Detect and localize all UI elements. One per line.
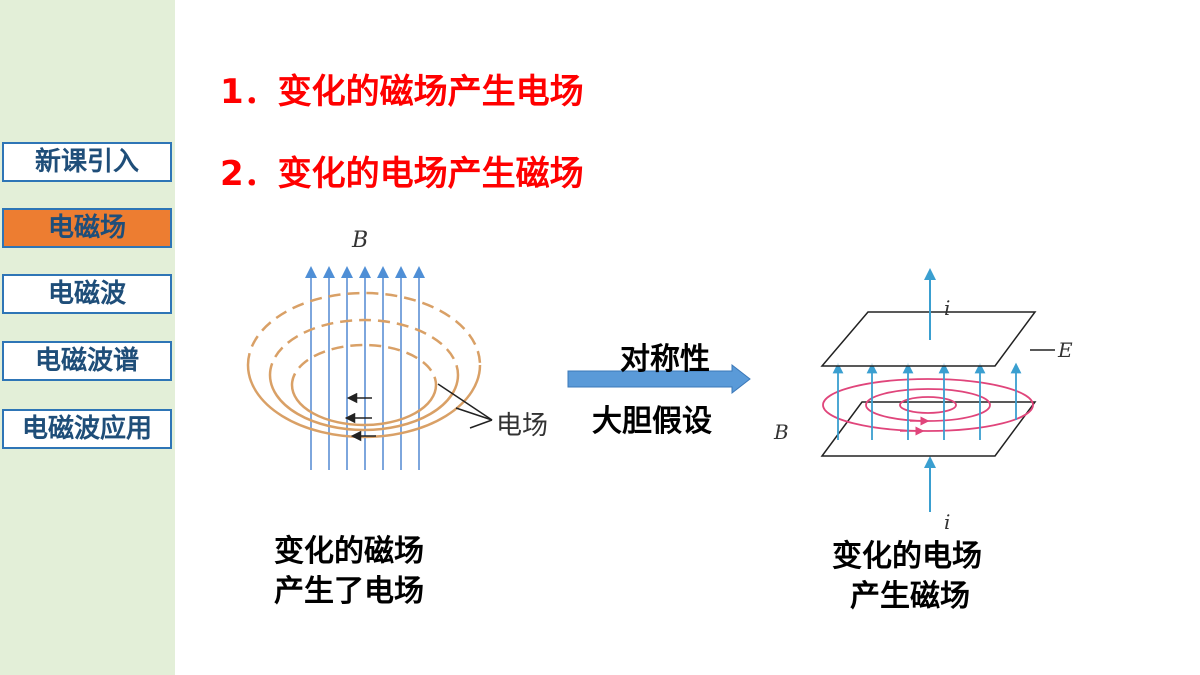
magnetic-field-loops (822, 378, 1034, 432)
bold-hypothesis-label: 大胆假设 (592, 404, 712, 439)
magnetic-loop-arrows (900, 416, 930, 436)
pointer-line (437, 383, 493, 421)
symmetry-label: 对称性 (620, 342, 710, 377)
sidebar: 新课引入 电磁场 电磁波 电磁波谱 电磁波应用 (0, 0, 175, 675)
ring-inner-back (290, 343, 438, 386)
symmetry-arrow (567, 363, 751, 395)
left-caption-line2: 产生了电场 (274, 574, 424, 609)
ring-outer-front (246, 364, 482, 439)
pointer-line (455, 407, 493, 421)
electric-field-rings (246, 291, 482, 439)
current-label-top: i (944, 296, 951, 320)
b-field-lines (305, 266, 425, 470)
sidebar-item-em-spectrum[interactable]: 电磁波谱 (2, 341, 172, 381)
ring-mid-back (268, 318, 460, 376)
ring-mid-front (268, 374, 460, 432)
ring-direction-arrows (344, 392, 376, 442)
right-caption-line2: 产生磁场 (850, 579, 970, 614)
sidebar-item-intro[interactable]: 新课引入 (2, 142, 172, 182)
e-field-label: E (1058, 338, 1073, 362)
current-label-bottom: i (944, 510, 951, 534)
heading-1: 1．变化的磁场产生电场 (220, 72, 584, 112)
b-loop-inner (899, 396, 957, 414)
sidebar-item-em-application[interactable]: 电磁波应用 (2, 409, 172, 449)
b-loop-outer (822, 378, 1034, 432)
ring-inner-front (290, 384, 438, 427)
magnetic-field-label: B (774, 420, 789, 444)
sidebar-item-em-wave[interactable]: 电磁波 (2, 274, 172, 314)
e-field-lines (832, 362, 1022, 440)
sidebar-item-em-field[interactable]: 电磁场 (2, 208, 172, 248)
field-label-pointers (437, 383, 493, 429)
lower-plate (820, 401, 1037, 457)
electric-field-label: 电场 (496, 411, 549, 441)
pointer-line (469, 419, 493, 429)
upper-plate (820, 311, 1037, 367)
b-field-label: B (352, 228, 369, 253)
right-caption-line1: 变化的电场 (832, 539, 982, 574)
left-caption-line1: 变化的磁场 (274, 534, 424, 569)
heading-2: 2．变化的电场产生磁场 (220, 154, 584, 194)
